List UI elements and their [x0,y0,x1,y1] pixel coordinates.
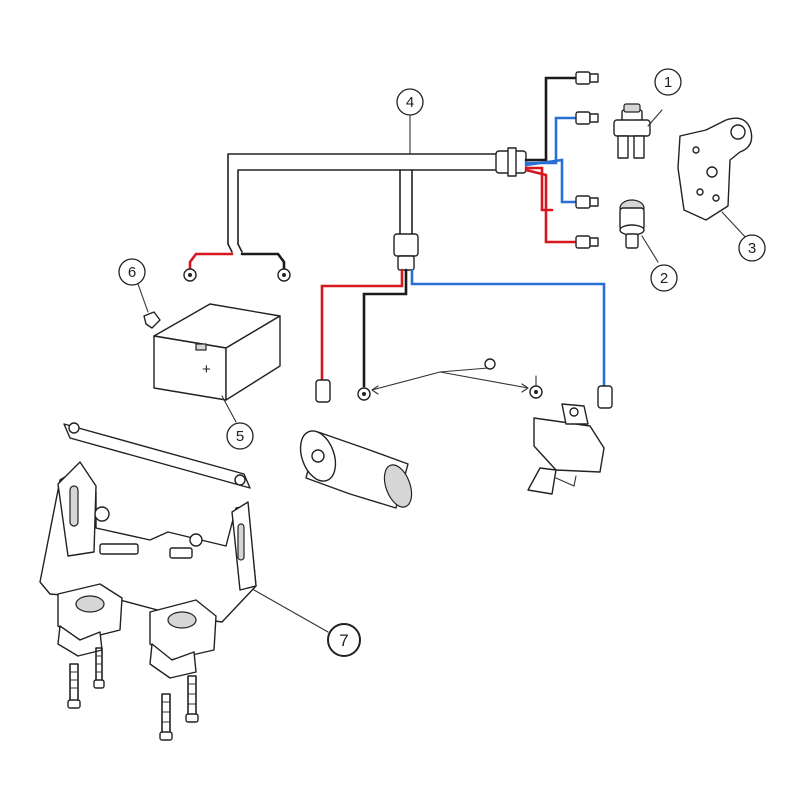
mounting-bolts [67,647,199,741]
bullet-connector [315,379,331,403]
round-switch [619,199,659,263]
battery-plus-symbol: + [202,361,211,378]
switch-wires [524,71,599,249]
spade-terminal [575,71,599,85]
spade-terminal [575,195,599,209]
ground-screw [484,358,496,370]
battery-leads [183,252,291,282]
push-button-switch [613,103,663,159]
harness-plug-collar [507,147,517,177]
wiring-harness [227,147,527,271]
callout-7: 7 [327,623,361,657]
callout-label: 3 [748,240,756,257]
callout-label: 4 [406,94,414,111]
callout-label: 6 [128,264,136,281]
callout-5: 5 [226,422,254,450]
callout-label: 2 [660,270,668,287]
battery: + [153,303,281,423]
spade-terminal [597,385,613,409]
spade-terminal [575,235,599,249]
motor [299,430,413,509]
battery-clip [137,283,161,329]
motor-wires [315,268,613,409]
mounting-bracket [677,117,753,241]
callout-label: 7 [339,631,348,650]
callout-1: 1 [654,68,682,96]
base-frame [39,422,329,679]
callout-6: 6 [118,258,146,286]
callout-4: 4 [396,88,424,116]
callout-2: 2 [650,264,678,292]
limit-switch [527,403,605,495]
callout-label: 1 [664,74,672,91]
bolt [67,663,81,709]
harness-plug-center-lower [397,255,415,271]
bolt [185,675,199,723]
bolt [159,693,173,741]
callout-3: 3 [738,234,766,262]
spade-terminal [575,111,599,125]
harness-plug-center [393,233,419,257]
bolt [93,647,105,689]
callout-label: 5 [236,428,244,445]
